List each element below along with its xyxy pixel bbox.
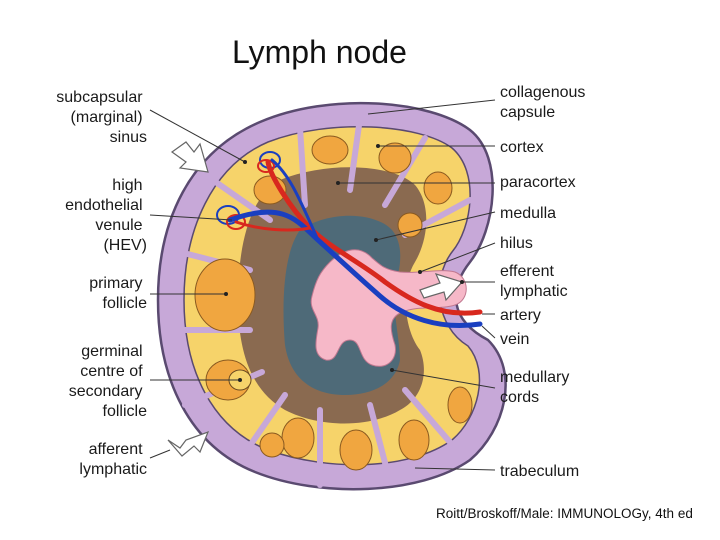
- left-labels: subcapsular (marginal) sinus high endoth…: [56, 89, 147, 478]
- slide-title: Lymph node: [232, 34, 407, 70]
- follicle: [281, 417, 315, 459]
- right-labels: collagenous capsule cortex paracortex me…: [500, 84, 590, 480]
- label-trabeculum: trabeculum: [500, 463, 579, 480]
- vein-branch: [270, 158, 320, 242]
- follicle: [339, 429, 373, 471]
- follicle: [397, 212, 423, 238]
- label-medulla: medulla: [500, 205, 556, 222]
- afferent-arrow-top: [170, 141, 209, 173]
- vein: [227, 209, 483, 329]
- follicle: [423, 171, 453, 205]
- follicle: [398, 419, 430, 461]
- label-paracortex: paracortex: [500, 174, 576, 191]
- label-vein: vein: [500, 331, 529, 348]
- label-subcapsular: subcapsular (marginal) sinus: [56, 89, 147, 146]
- blood-vessels: [227, 158, 483, 329]
- label-primary-follicle: primary follicle: [89, 275, 147, 312]
- artery: [265, 159, 483, 316]
- efferent-arrow: [419, 273, 464, 302]
- label-collagenous-capsule: collagenous capsule: [500, 84, 590, 121]
- label-hilus: hilus: [500, 235, 533, 252]
- follicle: [311, 135, 349, 165]
- follicle: [447, 386, 473, 424]
- leader-lines: [149, 99, 496, 471]
- artery-branch: [234, 220, 312, 232]
- follicle: [259, 432, 285, 458]
- leader-dots: [224, 144, 464, 382]
- label-hev: high endothelial venule (HEV): [65, 177, 147, 254]
- label-cortex: cortex: [500, 139, 544, 156]
- label-germinal-centre: germinal centre of secondary follicle: [69, 343, 147, 420]
- image-credit: Roitt/Broskoff/Male: IMMUNOLOGy, 4th ed: [436, 506, 693, 521]
- label-efferent-lymphatic: efferent lymphatic: [500, 263, 568, 300]
- label-afferent-lymphatic: afferent lymphatic: [79, 441, 147, 478]
- follicle: [378, 142, 412, 174]
- label-medullary-cords: medullary cords: [500, 369, 574, 406]
- label-artery: artery: [500, 307, 541, 324]
- afferent-arrow-bottom: [167, 430, 210, 457]
- hilus-sinus: [310, 249, 467, 367]
